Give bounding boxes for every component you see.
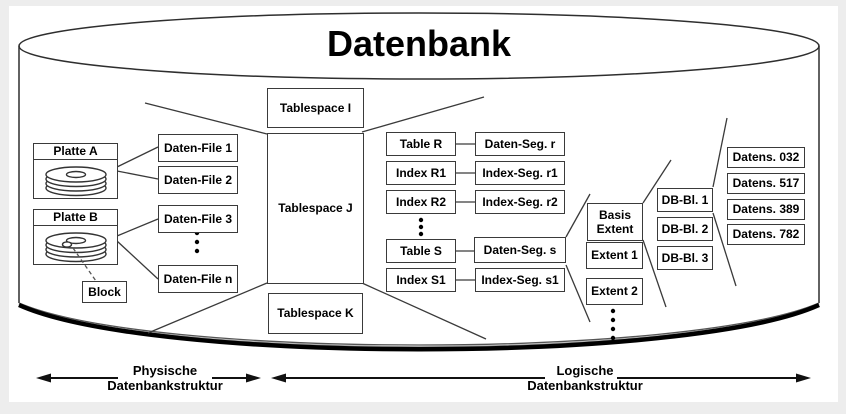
table-r-box: Table R [386, 132, 456, 156]
cylinder-shape [18, 12, 820, 352]
record-032-box: Datens. 032 [727, 147, 805, 168]
daten-file-n-box: Daten-File n [158, 265, 238, 293]
disk-b-box: Platte B [33, 209, 118, 265]
fan-lines [144, 96, 737, 340]
legend-physical-line1: Physische [132, 363, 198, 378]
page-margin-right [838, 0, 846, 414]
legend-physical-line2: Datenbankstruktur [107, 378, 223, 393]
tablespace-j-box: Tablespace J [267, 133, 364, 284]
record-517-box: Datens. 517 [727, 173, 805, 194]
index-s1-box: Index S1 [386, 268, 456, 292]
db-block-3-box: DB-Bl. 3 [657, 246, 713, 270]
basis-extent-box: Basis Extent [587, 203, 643, 241]
index-seg-r2-box: Index-Seg. r2 [475, 190, 565, 214]
index-seg-r1-box: Index-Seg. r1 [475, 161, 565, 185]
index-r1-box: Index R1 [386, 161, 456, 185]
ellipsis-dots-extents [610, 308, 616, 341]
page-margin-left [0, 0, 9, 414]
legend-logical-line2: Datenbankstruktur [527, 378, 643, 393]
daten-file-3-box: Daten-File 3 [158, 205, 238, 233]
block-marker-icon [61, 241, 72, 248]
disk-icon [44, 232, 107, 263]
db-block-1-box: DB-Bl. 1 [657, 188, 713, 212]
ellipsis-dots-tables [418, 217, 424, 237]
disk-file-connector-lines [116, 146, 159, 280]
disk-a-label: Platte A [34, 144, 117, 160]
page-margin-bottom [0, 402, 846, 414]
block-box: Block [82, 281, 127, 303]
page-margin-top [0, 0, 846, 6]
daten-file-2-box: Daten-File 2 [158, 166, 238, 194]
index-seg-s1-box: Index-Seg. s1 [475, 268, 565, 292]
tablespace-k-box: Tablespace K [268, 293, 363, 334]
index-r2-box: Index R2 [386, 190, 456, 214]
legend-logical-line1: Logische [556, 363, 614, 378]
physical-range-arrow [36, 373, 261, 383]
legend-physical: Physische Datenbankstruktur [95, 363, 235, 393]
disk-b-label: Platte B [34, 210, 117, 226]
logical-range-arrow [271, 373, 811, 383]
ellipsis-dots-files [194, 230, 200, 254]
disk-a-box: Platte A [33, 143, 118, 199]
table-s-box: Table S [386, 239, 456, 263]
disk-icon [44, 166, 107, 197]
record-782-box: Datens. 782 [727, 224, 805, 245]
db-block-2-box: DB-Bl. 2 [657, 217, 713, 241]
tablespace-i-box: Tablespace I [267, 88, 364, 128]
extent-2-box: Extent 2 [586, 278, 643, 305]
table-segment-connector-lines [456, 143, 475, 281]
diagram-title: Datenbank [326, 23, 512, 64]
record-389-box: Datens. 389 [727, 199, 805, 220]
legend-logical: Logische Datenbankstruktur [515, 363, 655, 393]
daten-seg-r-box: Daten-Seg. r [475, 132, 565, 156]
daten-file-1-box: Daten-File 1 [158, 134, 238, 162]
daten-seg-s-box: Daten-Seg. s [474, 237, 566, 263]
extent-1-box: Extent 1 [586, 242, 643, 269]
